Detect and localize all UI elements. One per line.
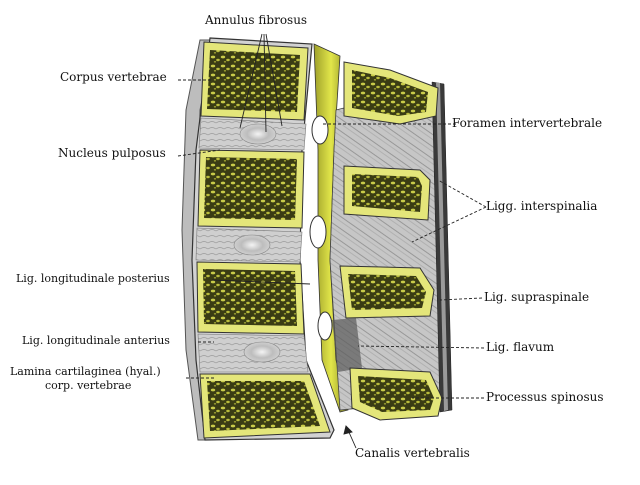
label-ligg-interspinalia: Ligg. interspinalia (486, 199, 598, 213)
vertebral-body-3 (196, 261, 305, 335)
label-lig-longitudinale-anterius: Lig. longitudinale anterius (22, 334, 170, 347)
lig-flavum-zone (332, 318, 362, 372)
spinous-process-4 (349, 367, 443, 421)
spinous-process-3 (339, 265, 435, 319)
label-lig-longitudinale-posterius: Lig. longitudinale posterius (16, 272, 170, 285)
vertebral-body-2 (197, 149, 305, 229)
nucleus-pulposus-3 (243, 341, 281, 363)
label-processus-spinosus: Processus spinosus (486, 390, 604, 404)
nucleus-pulposus-1 (239, 123, 277, 145)
label-nucleus-pulposus: Nucleus pulposus (58, 146, 166, 160)
foramen-1 (311, 115, 329, 145)
spinous-process-2 (343, 165, 431, 221)
label-foramen-intervertebrale: Foramen intervertebrale (452, 116, 603, 130)
vertebral-body-4 (199, 373, 331, 439)
vertebral-body-1 (200, 41, 309, 121)
foramen-2 (309, 215, 327, 249)
nucleus-pulposus-2 (233, 234, 271, 256)
label-corpus-vertebrae: Corpus vertebrae (60, 70, 167, 84)
label-lig-supraspinale: Lig. supraspinale (484, 290, 590, 304)
spinous-process-1 (343, 61, 439, 125)
label-canalis-vertebralis: Canalis vertebralis (355, 446, 470, 460)
leader-lines (177, 33, 487, 449)
label-lig-flavum: Lig. flavum (486, 340, 555, 354)
foramen-3 (317, 311, 333, 341)
label-annulus-fibrosus: Annulus fibrosus (205, 13, 308, 27)
label-lamina-cartilaginea: Lamina cartilaginea (hyal.) (10, 365, 161, 378)
label-corp-vertebrae: corp. vertebrae (45, 379, 132, 392)
